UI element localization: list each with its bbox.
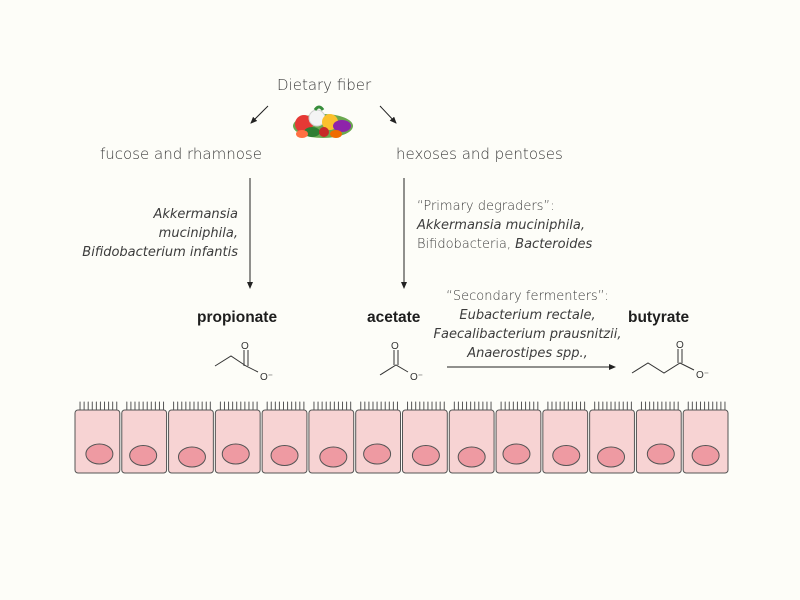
microvilli: [266, 401, 305, 411]
left-bacteria-list: Akkermansia muciniphila, Bifidobacterium…: [70, 205, 238, 262]
vegetables-icon: [293, 105, 353, 138]
acetate-oxide: O⁻: [410, 372, 423, 383]
propionate-molecule: [214, 350, 259, 373]
primary-degraders-plain: Bifidobacteria,: [417, 237, 516, 252]
propionate-oxygen: O: [241, 341, 249, 352]
left-bacteria-line: Akkermansia: [153, 207, 238, 222]
left-bacteria-line: muciniphila,: [158, 226, 238, 241]
cell-nucleus: [129, 445, 158, 466]
secondary-fermenters-line: Eubacterium rectale,: [459, 308, 596, 323]
secondary-fermenters-line: Anaerostipes spp.,: [467, 346, 588, 361]
cell-nucleus: [597, 446, 626, 468]
cell-nucleus: [502, 443, 531, 465]
diagram-title: Dietary fiber: [277, 76, 372, 94]
microvilli: [173, 401, 211, 411]
acetate-oxygen: O: [391, 341, 399, 352]
butyrate-oxide: O⁻: [696, 370, 709, 381]
microvilli: [360, 401, 398, 411]
primary-degraders-line: Bifidobacteria, Bacteroides: [417, 235, 637, 254]
primary-degraders-italic: Bacteroides: [515, 237, 593, 252]
propionate-oxide: O⁻: [260, 372, 273, 383]
microvilli: [547, 401, 586, 411]
cell-nucleus: [457, 446, 486, 468]
cell-nucleus: [177, 446, 206, 468]
microvilli: [313, 401, 352, 411]
microvilli: [219, 401, 258, 411]
microvilli: [640, 401, 679, 411]
cell-nucleus: [411, 445, 440, 466]
microvilli: [126, 401, 165, 411]
butyrate-oxygen: O: [676, 340, 684, 351]
microvilli: [407, 401, 445, 411]
primary-degraders-line: Akkermansia muciniphila,: [417, 218, 585, 233]
microvilli: [500, 401, 539, 411]
left-bacteria-line: Bifidobacterium infantis: [82, 245, 238, 260]
acetate-molecule: [379, 350, 409, 376]
cell-nucleus: [319, 446, 348, 468]
cell-nucleus: [85, 443, 114, 465]
product-butyrate: butyrate: [628, 309, 690, 326]
cell-nucleus: [270, 445, 299, 466]
right-branch-label: hexoses and pentoses: [396, 145, 563, 163]
product-acetate: acetate: [367, 309, 421, 326]
secondary-fermenters-block: “Secondary fermenters”: Eubacterium rect…: [430, 287, 625, 363]
cell-nucleus: [221, 443, 250, 465]
epithelium-layer: [74, 401, 729, 474]
microvilli: [79, 401, 118, 411]
arrow-to-left-branch: [250, 105, 269, 124]
butyrate-molecule: [631, 349, 695, 374]
secondary-fermenters-heading: “Secondary fermenters”:: [446, 289, 609, 304]
secondary-fermenters-line: Faecalibacterium prausnitzii,: [433, 327, 622, 342]
arrow-to-right-branch: [379, 105, 397, 124]
microvilli: [453, 401, 492, 411]
microvilli: [687, 401, 726, 411]
cell-nucleus: [691, 445, 720, 466]
cell-nucleus: [646, 443, 675, 465]
left-branch-label: fucose and rhamnose: [100, 145, 262, 163]
cell-nucleus: [363, 443, 392, 465]
cell-nucleus: [552, 445, 581, 466]
primary-degraders-heading: “Primary degraders”:: [417, 199, 555, 214]
primary-degraders-block: “Primary degraders”: Akkermansia mucinip…: [417, 197, 637, 254]
product-propionate: propionate: [197, 309, 278, 326]
microvilli: [594, 401, 632, 411]
